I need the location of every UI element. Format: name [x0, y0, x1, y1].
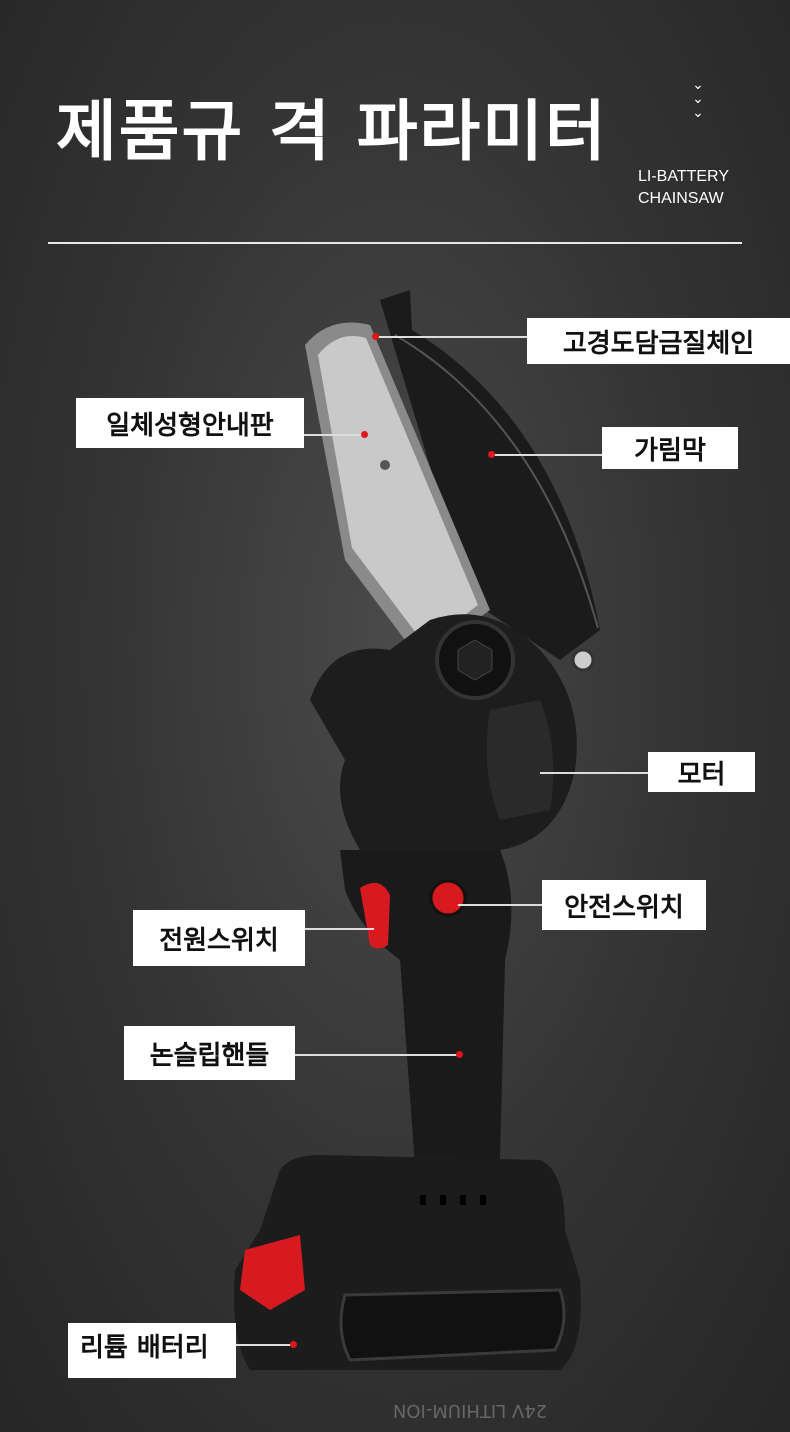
leader-line: [378, 336, 527, 338]
subtitle: LI-BATTERY CHAINSAW: [638, 166, 729, 210]
marker-dot: [361, 431, 368, 438]
label-power-switch: 전원스위치: [133, 910, 305, 966]
power-switch: [360, 882, 390, 949]
label-guard: 가림막: [602, 427, 738, 469]
leader-line: [492, 454, 602, 456]
leader-line: [305, 928, 378, 930]
leader-line: [455, 904, 542, 906]
page-title: 제품규 격 파라미터: [56, 92, 608, 170]
marker-dot: [374, 925, 381, 932]
blade-guard: [380, 290, 600, 660]
label-safety-switch: 안전스위치: [542, 880, 706, 930]
subtitle-line-1: LI-BATTERY: [638, 168, 729, 185]
leader-line: [295, 1054, 460, 1056]
safety-switch: [429, 879, 467, 917]
label-guide-bar: 일체성형안내판: [76, 398, 304, 448]
marker-dot: [290, 1341, 297, 1348]
label-handle: 논슬립핸들: [124, 1026, 295, 1080]
guide-bar: [318, 336, 478, 645]
label-battery: 리튬 배터리: [68, 1323, 236, 1378]
leader-line: [304, 434, 366, 436]
marker-dot: [372, 333, 379, 340]
label-chain: 고경도담금질체인: [527, 318, 790, 364]
subtitle-line-2: CHAINSAW: [638, 190, 724, 207]
label-motor: 모터: [648, 752, 755, 792]
marker-dot: [451, 901, 458, 908]
battery-reflection-print: 24V LITHIUM-ION: [393, 1400, 547, 1421]
divider: [48, 242, 742, 244]
chevron-down-icon: ⌄⌄⌄: [692, 77, 704, 121]
leader-line: [236, 1344, 295, 1346]
marker-dot: [456, 1051, 463, 1058]
leader-line: [540, 772, 648, 774]
marker-dot: [488, 451, 495, 458]
